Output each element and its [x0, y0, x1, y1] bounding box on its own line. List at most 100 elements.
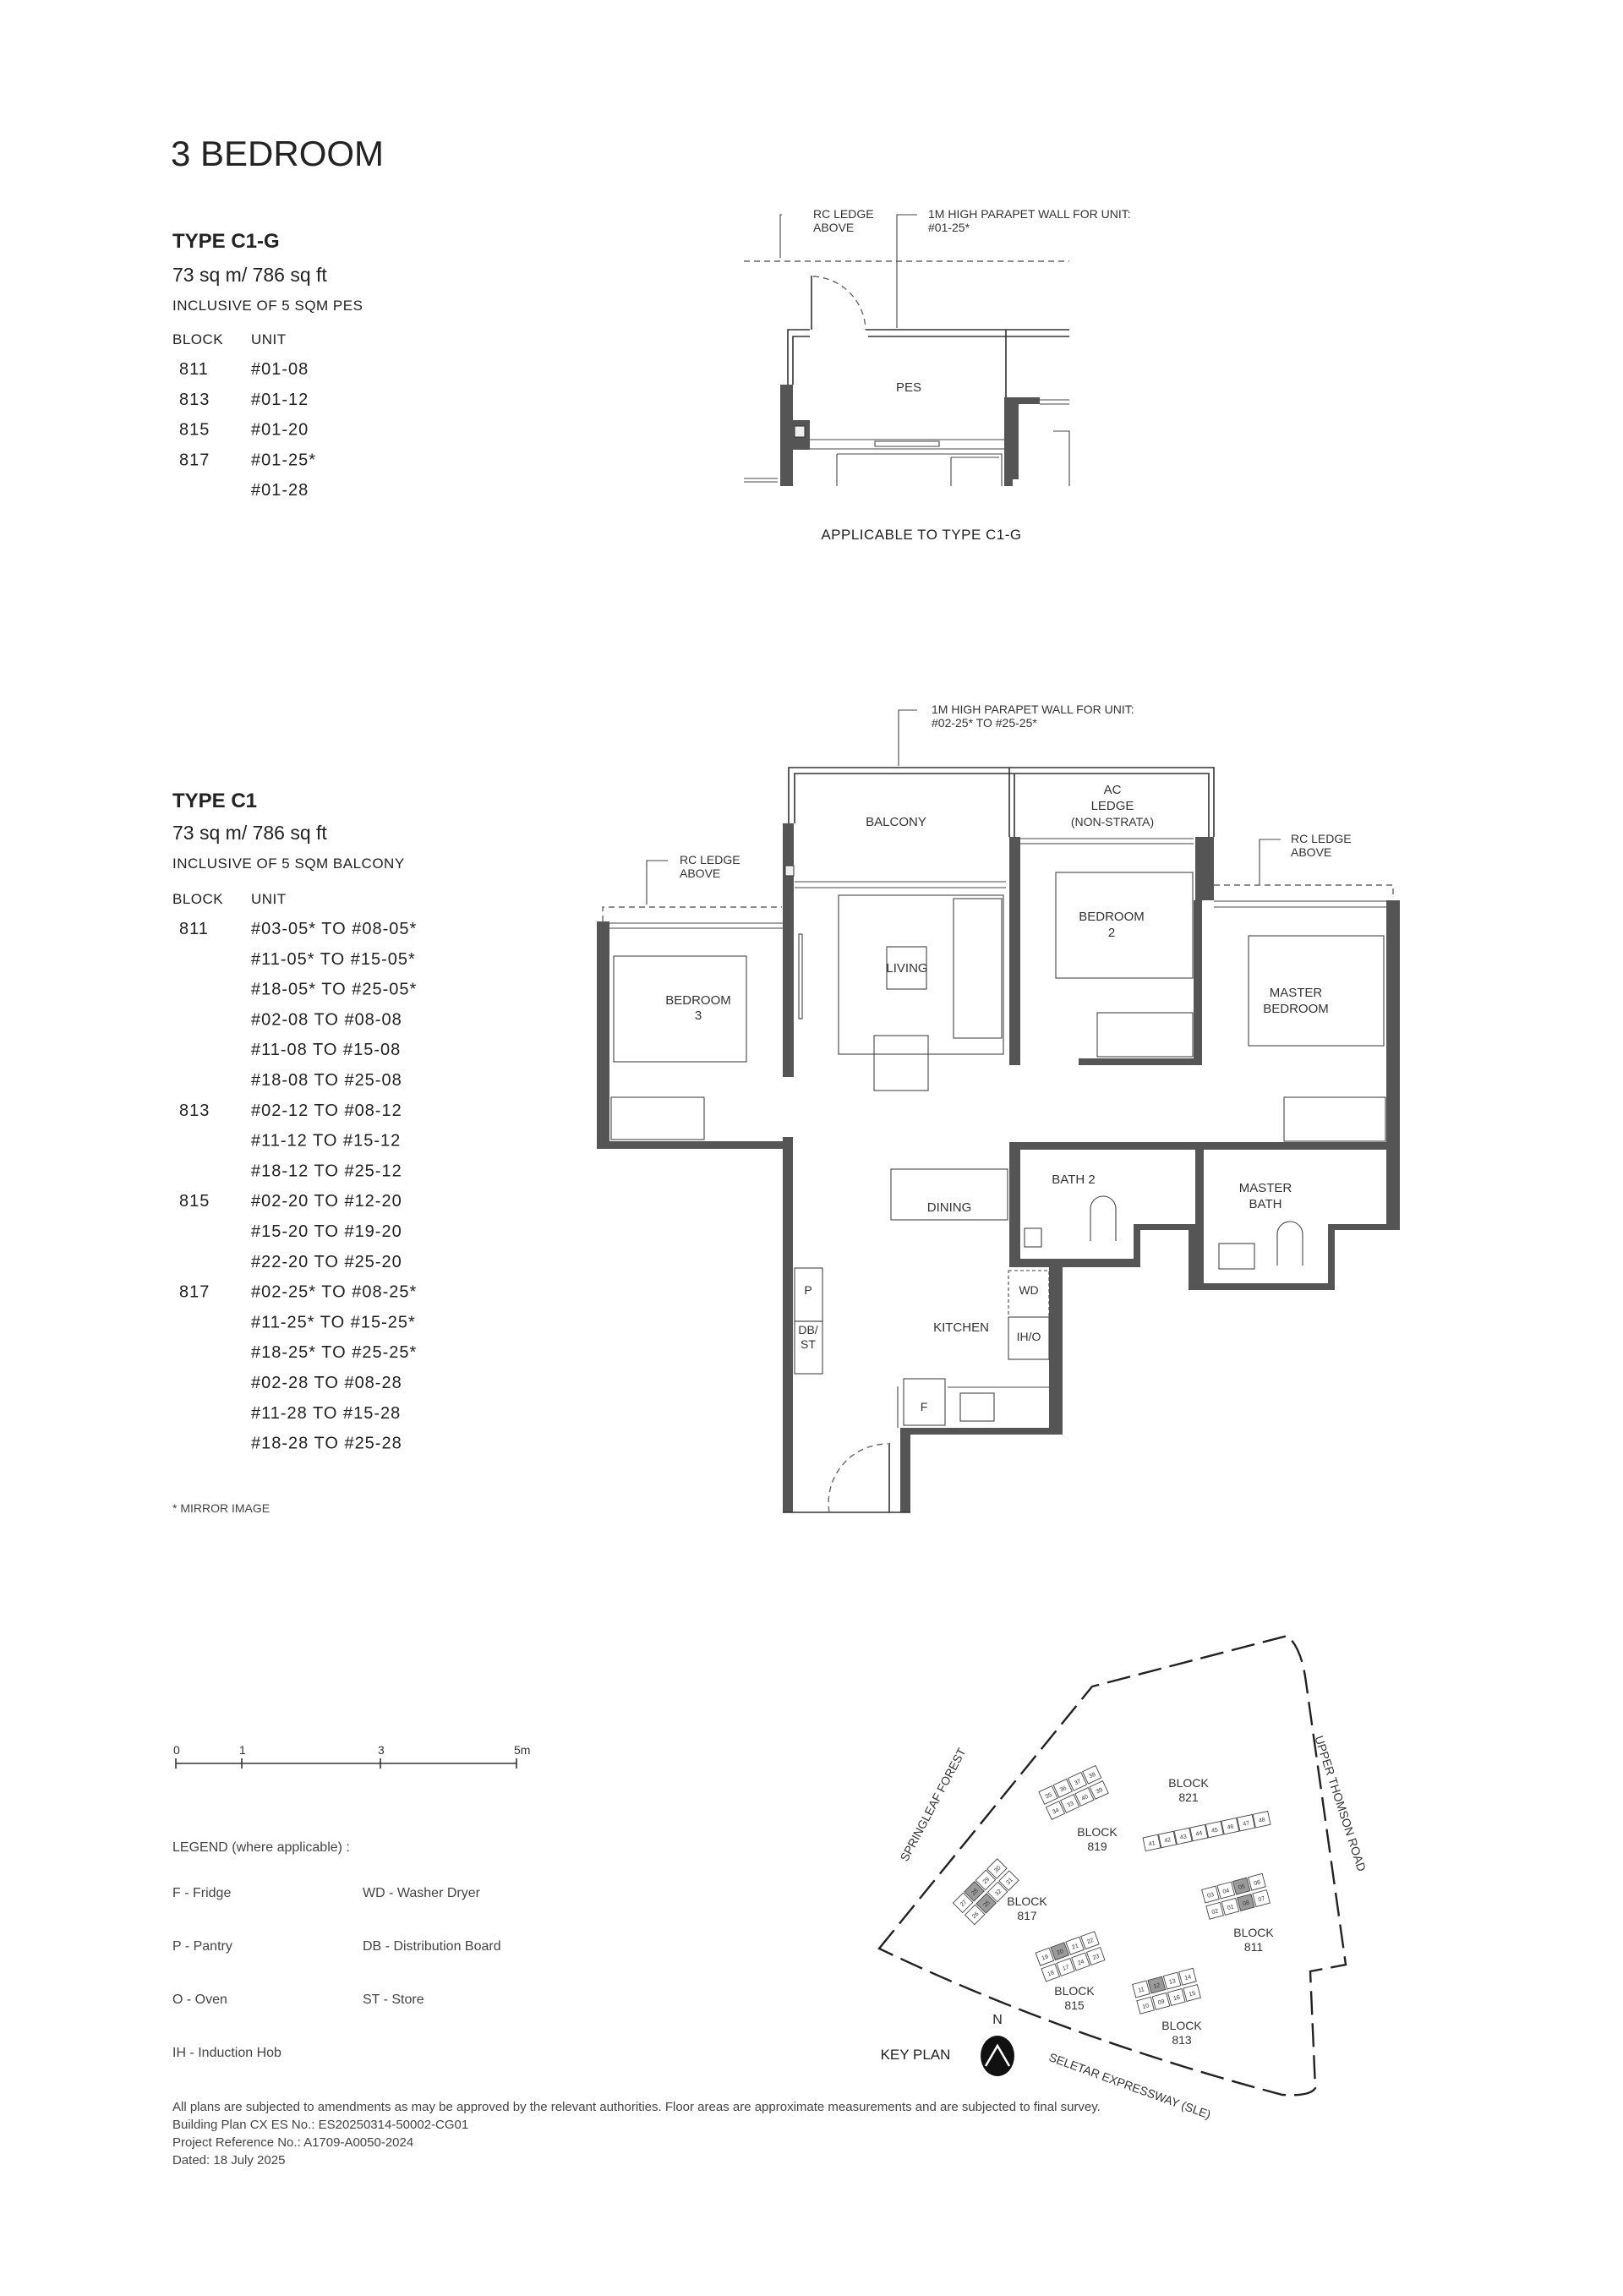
unit-range: #11-05* TO #15-05*	[251, 950, 416, 969]
key-plan-unit	[1173, 1827, 1193, 1845]
wardrobe	[610, 1096, 705, 1140]
fridge-label: F	[921, 1400, 928, 1413]
key-plan-unit	[1205, 1820, 1224, 1839]
armchair	[873, 1035, 929, 1091]
type-c1-info: TYPE C1 73 sq m/ 786 sq ft INCLUSIVE OF …	[172, 790, 417, 1515]
master-bath-label: MASTER	[1239, 1181, 1292, 1195]
key-plan-unit	[1167, 1987, 1186, 2006]
unit-range: #11-28 TO #15-28	[251, 1404, 401, 1423]
tv-console	[798, 933, 803, 1020]
bed-master	[1248, 935, 1385, 1047]
key-plan-unit	[1252, 1889, 1271, 1908]
key-plan-unit	[1189, 1823, 1209, 1842]
key-plan-unit	[1080, 1931, 1100, 1950]
scale-tick-label: 5m	[514, 1743, 530, 1757]
type-c1g-area: 73 sq m/ 786 sq ft	[172, 264, 327, 286]
wall	[1004, 397, 1040, 486]
key-plan-unit	[1041, 1963, 1060, 1982]
kitchen-counter	[897, 1386, 1049, 1428]
wall	[1079, 1058, 1200, 1065]
rc-ledge-label: RC LEDGE	[813, 207, 874, 221]
living-label: LIVING	[886, 961, 927, 976]
key-plan-unit	[1232, 1877, 1251, 1895]
type-c1-title: TYPE C1	[172, 790, 257, 812]
unit-range: #02-08 TO #08-08	[251, 1010, 402, 1029]
disclaimer: All plans are subjected to amendments as…	[172, 2100, 1101, 2168]
key-plan-unit	[1183, 1984, 1201, 2003]
key-plan-unit-number: 13	[1168, 1978, 1176, 1986]
rc-ledge-label: ABOVE	[1291, 845, 1331, 859]
key-plan-unit-number: 03	[1207, 1892, 1215, 1900]
disclaimer-line: Dated: 18 July 2025	[172, 2153, 285, 2168]
key-plan-unit-number: 41	[1148, 1840, 1156, 1847]
basin	[1218, 1243, 1255, 1270]
key-plan-unit	[1236, 1893, 1255, 1911]
key-plan-unit-number: 21	[1071, 1943, 1079, 1950]
key-plan-unit	[964, 1881, 985, 1902]
unit-range: #02-12 TO #08-12	[251, 1102, 402, 1120]
ac-ledge-label: LEDGE	[1091, 799, 1134, 813]
key-plan-unit-number: 33	[1066, 1801, 1074, 1809]
key-plan-unit	[1050, 1942, 1070, 1961]
fridge	[903, 1378, 946, 1426]
unit-range: #03-05* TO #08-05*	[251, 920, 417, 938]
key-plan-block-word: BLOCK	[1007, 1894, 1047, 1908]
key-plan-unit	[1035, 1947, 1055, 1966]
wardrobe	[1283, 1096, 1386, 1142]
wall	[780, 385, 793, 486]
pes-parapet	[787, 329, 1069, 397]
unit-range: #11-08 TO #15-08	[251, 1041, 401, 1059]
key-plan-unit	[1067, 1771, 1088, 1791]
road-label-springleaf: SPRINGLEAF FOREST	[897, 1746, 968, 1864]
key-plan-unit	[1052, 1778, 1073, 1798]
rc-ledge-label: ABOVE	[680, 866, 720, 880]
column-icon	[784, 865, 795, 877]
basin	[1024, 1227, 1042, 1248]
key-plan-unit	[975, 1893, 997, 1914]
key-plan-unit	[1162, 1971, 1182, 1990]
block-number: 815	[179, 1192, 210, 1211]
key-plan: SPRINGLEAF FOREST UPPER THOMSON ROAD SEL…	[877, 1634, 1369, 2121]
key-plan-unit-number: 25	[982, 1900, 992, 1909]
wall	[597, 1141, 793, 1149]
column-icon	[794, 425, 806, 438]
sink	[959, 1392, 995, 1422]
key-plan-unit	[1236, 1813, 1255, 1832]
leader-line	[896, 214, 917, 328]
key-plan-block-number: 817	[1017, 1909, 1037, 1922]
door-swing	[828, 1443, 888, 1513]
key-plan-unit-number: 14	[1184, 1974, 1192, 1982]
balcony-parapet	[788, 767, 1215, 837]
key-plan-unit	[1158, 1830, 1178, 1849]
key-plan-unit	[1045, 1801, 1066, 1820]
bedroom3-label: BEDROOM	[665, 993, 731, 1008]
hob	[1008, 1316, 1050, 1360]
block-number: 817	[179, 1283, 210, 1302]
bedroom2-label: BEDROOM	[1079, 910, 1145, 924]
master-bedroom-label: BEDROOM	[1263, 1002, 1329, 1016]
key-plan-unit-number: 17	[1062, 1965, 1070, 1972]
legend-item: O - Oven	[172, 1993, 227, 2007]
key-plan-unit-number: 48	[1258, 1817, 1265, 1823]
key-plan-unit-number: 38	[1088, 1772, 1096, 1780]
unit-range: #01-08	[251, 360, 309, 379]
unit-range: #18-08 TO #25-08	[251, 1071, 402, 1090]
legend-item: DB - Distribution Board	[363, 1939, 501, 1954]
ac-ledge-label: (NON-STRATA)	[1071, 815, 1154, 828]
scale-tick-label: 3	[378, 1743, 385, 1757]
type-c1g-inclusive: INCLUSIVE OF 5 SQM PES	[172, 298, 363, 314]
type-c1g-unit-header: UNIT	[251, 331, 287, 347]
key-plan-unit-number: 36	[1059, 1785, 1068, 1794]
bedroom2-label: 2	[1108, 926, 1115, 940]
key-plan-unit	[1074, 1787, 1095, 1807]
key-plan-unit-number: 32	[994, 1889, 1003, 1898]
wall	[1195, 1142, 1204, 1286]
gate-swing	[812, 276, 866, 331]
leader-line	[646, 860, 668, 905]
wd-label: WD	[1019, 1283, 1038, 1297]
block-number: 817	[179, 451, 210, 469]
unit-range: #02-20 TO #12-20	[251, 1192, 402, 1211]
ac-ledge-label: AC	[1104, 783, 1122, 797]
pes-label: PES	[896, 380, 921, 395]
